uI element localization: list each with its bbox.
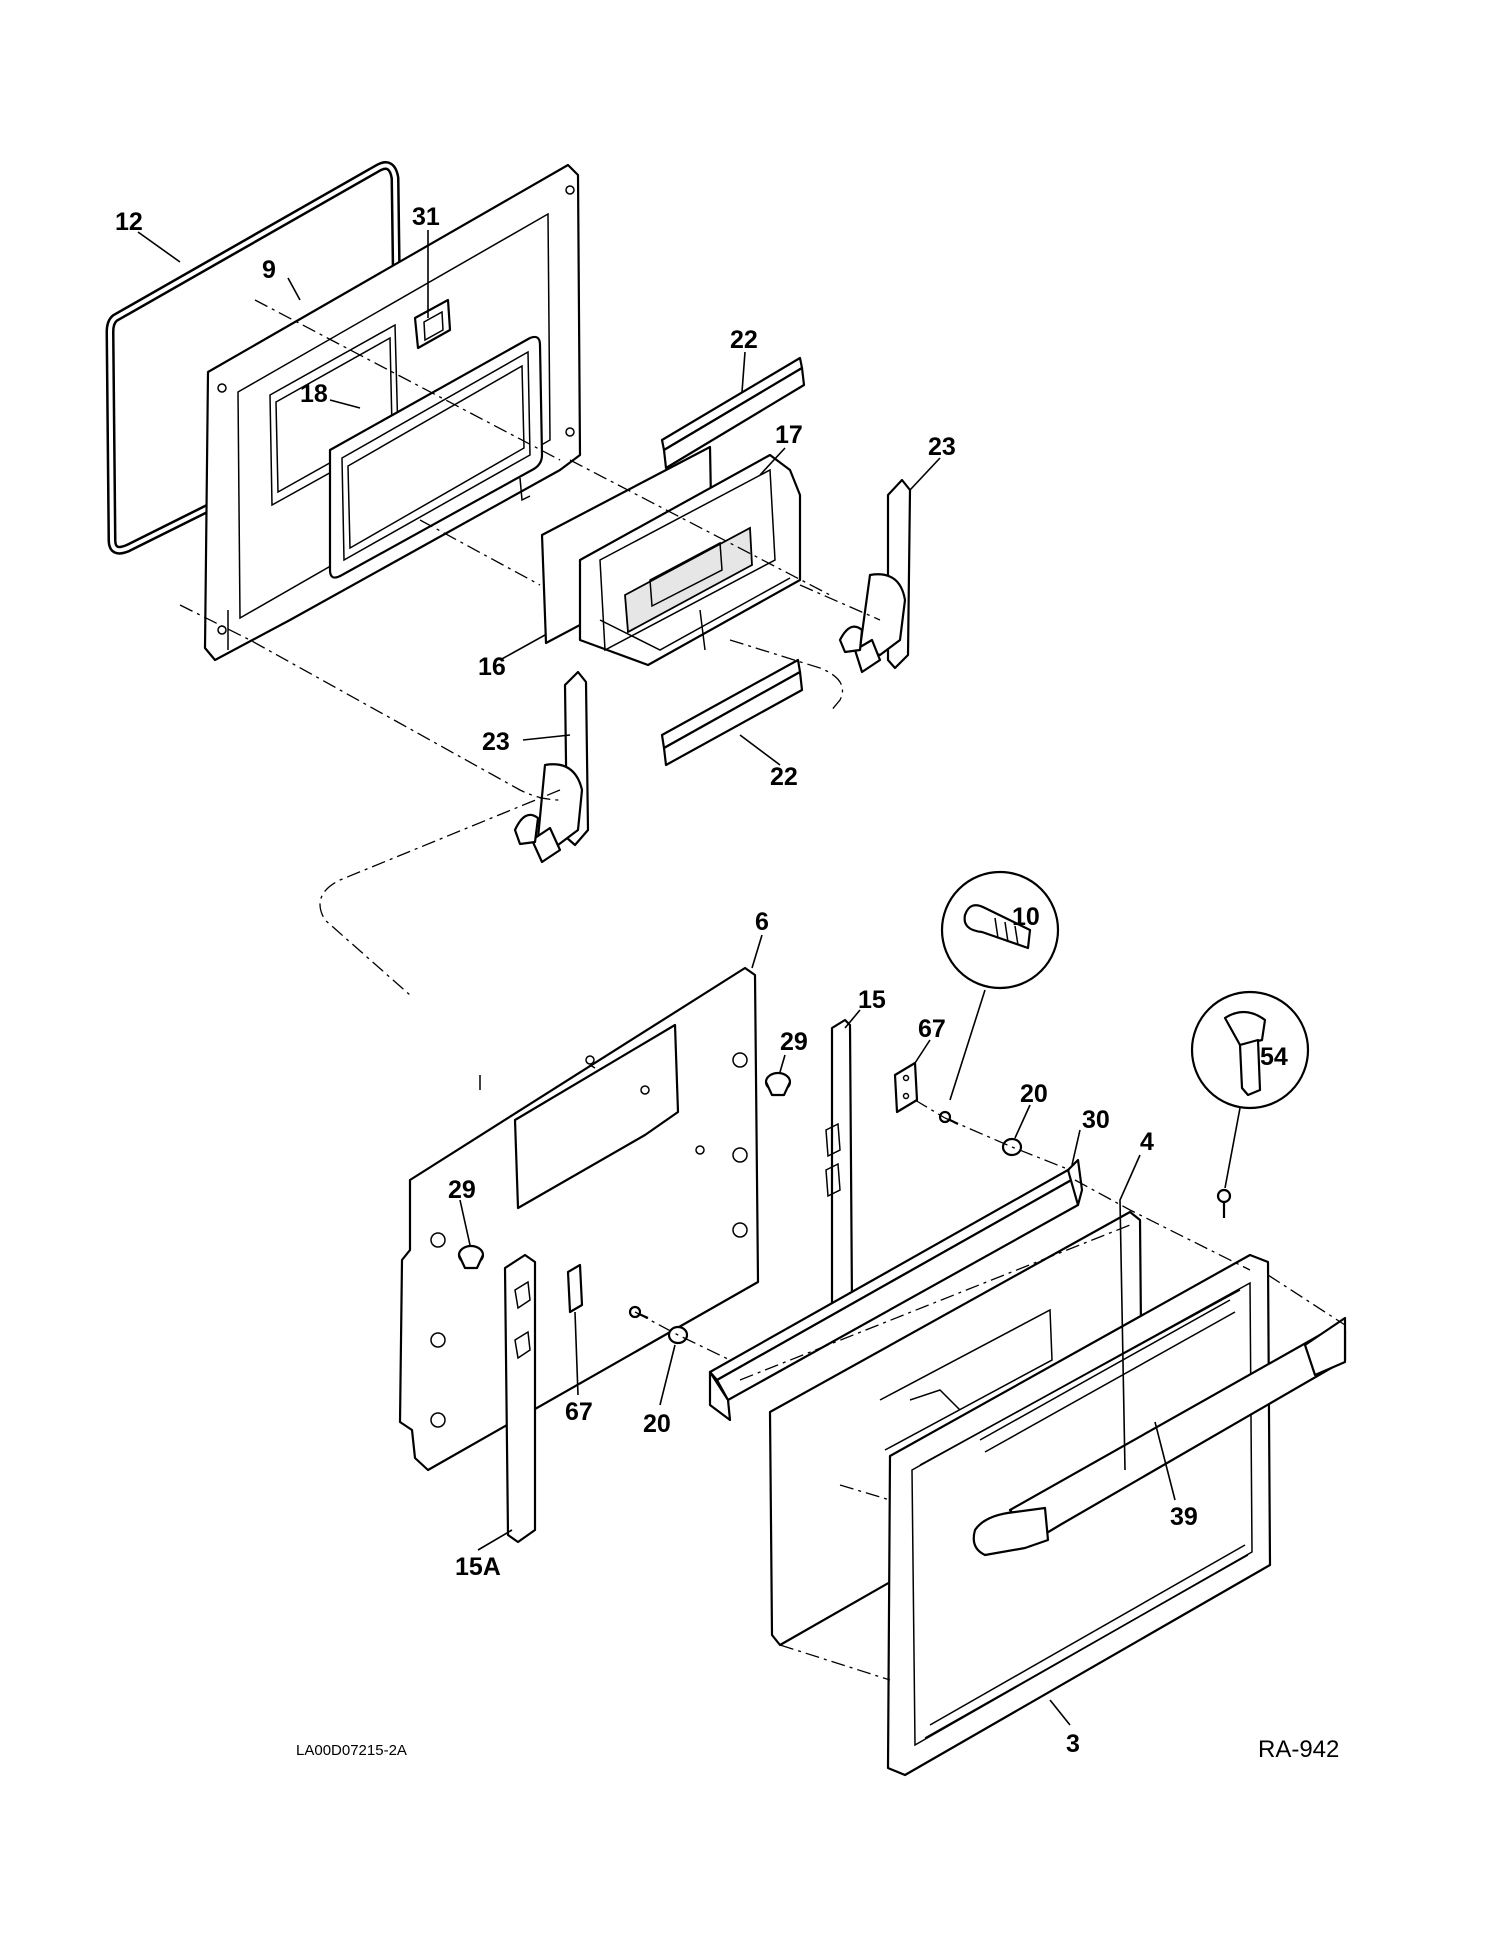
callout-22-lower: 22 bbox=[770, 763, 798, 791]
part-30-rail bbox=[708, 1158, 1084, 1422]
part-23-hinge-left bbox=[513, 670, 590, 864]
part-29-bumper-right bbox=[764, 1071, 792, 1097]
figure-code: RA-942 bbox=[1258, 1736, 1339, 1763]
callout-54: 54 bbox=[1260, 1043, 1288, 1071]
callout-18: 18 bbox=[300, 380, 328, 408]
part-6-door-panel bbox=[398, 966, 760, 1472]
part-15a-channel bbox=[503, 1253, 537, 1544]
part-39-handle bbox=[972, 1316, 1347, 1557]
part-23-hinge-right bbox=[838, 478, 912, 674]
callout-6: 6 bbox=[755, 908, 769, 936]
callout-16: 16 bbox=[478, 653, 506, 681]
callout-4: 4 bbox=[1140, 1128, 1154, 1156]
part-18-window-frame bbox=[328, 335, 544, 579]
callout-15: 15 bbox=[858, 986, 886, 1014]
callout-30: 30 bbox=[1082, 1106, 1110, 1134]
screw-right bbox=[1216, 1188, 1232, 1218]
part-22-rail-lower bbox=[660, 658, 804, 767]
part-29-bumper-left bbox=[457, 1244, 485, 1270]
part-15-channel bbox=[825, 1018, 854, 1317]
detail-circle-54 bbox=[1190, 990, 1310, 1189]
callout-9: 9 bbox=[262, 256, 276, 284]
callout-22-upper: 22 bbox=[730, 326, 758, 354]
part-22-rail-upper bbox=[660, 356, 806, 470]
callout-12: 12 bbox=[115, 208, 143, 236]
part-17-insulation-shield bbox=[578, 453, 802, 667]
callout-15a: 15A bbox=[455, 1553, 501, 1581]
callout-17: 17 bbox=[775, 421, 803, 449]
callout-23-lower: 23 bbox=[482, 728, 510, 756]
callout-23-upper: 23 bbox=[928, 433, 956, 461]
callout-10: 10 bbox=[1012, 903, 1040, 931]
callout-39: 39 bbox=[1170, 1503, 1198, 1531]
drawing-id: LA00D07215-2A bbox=[296, 1742, 407, 1759]
callout-3: 3 bbox=[1066, 1730, 1080, 1758]
callout-29-right: 29 bbox=[780, 1028, 808, 1056]
callout-20-left: 20 bbox=[643, 1410, 671, 1438]
part-67-bracket-left bbox=[566, 1263, 584, 1314]
part-31-bracket bbox=[413, 298, 452, 350]
detail-circle-10 bbox=[940, 870, 1060, 1101]
callout-67-left: 67 bbox=[565, 1398, 593, 1426]
callout-29-left: 29 bbox=[448, 1176, 476, 1204]
callout-31: 31 bbox=[412, 203, 440, 231]
callout-20-right: 20 bbox=[1020, 1080, 1048, 1108]
callout-67-right: 67 bbox=[918, 1015, 946, 1043]
part-67-bracket-right bbox=[893, 1061, 919, 1114]
